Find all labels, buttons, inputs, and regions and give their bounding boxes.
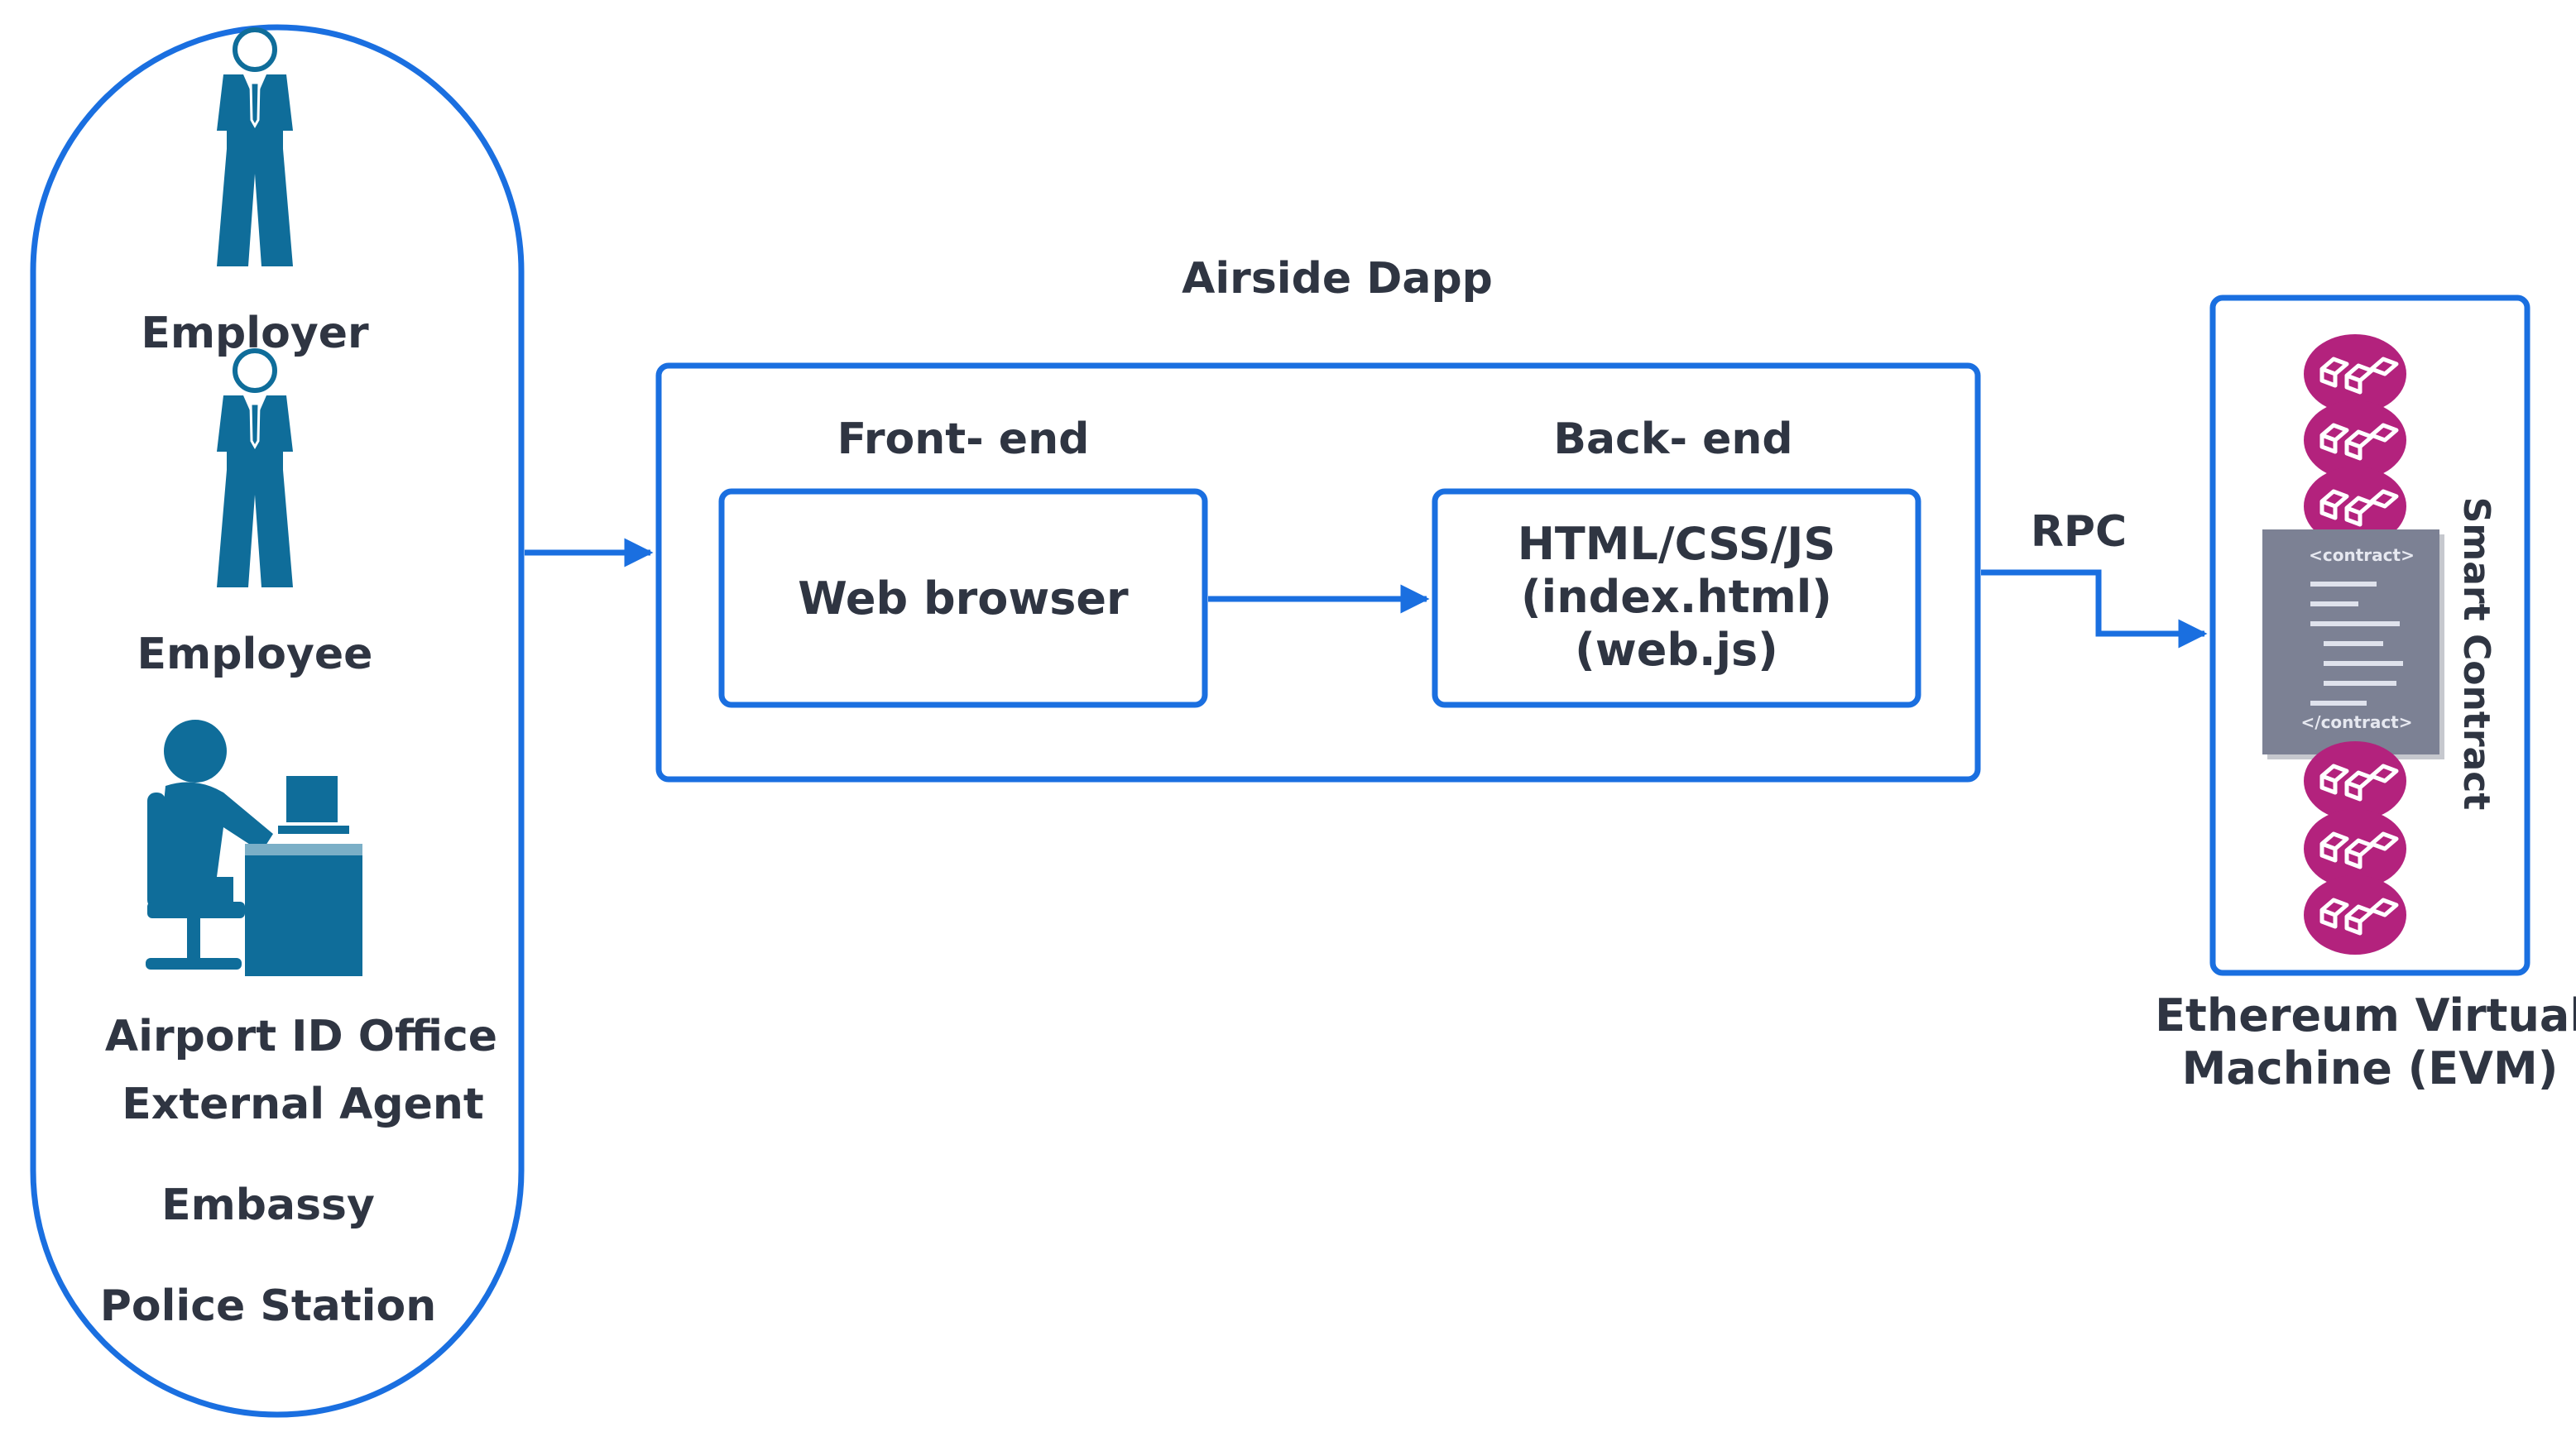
id-office-label: Airport ID Office xyxy=(105,1012,497,1061)
blockchain-icon xyxy=(2304,741,2406,821)
backend-label: Back- end xyxy=(1553,414,1792,464)
employer-icon xyxy=(217,30,293,266)
frontend-box xyxy=(718,488,1208,708)
web-browser-label: Web browser xyxy=(798,572,1129,625)
rpc-label: RPC xyxy=(2031,507,2127,557)
backend-webjs-label: (web.js) xyxy=(1575,624,1778,676)
smart-contract-label: Smart Contract xyxy=(2455,497,2497,811)
evm-caption-line2: Machine (EVM) xyxy=(2182,1042,2559,1094)
arrow-icon xyxy=(1981,569,2208,649)
blockchain-icon xyxy=(2304,875,2406,955)
contract-close-tag: </contract> xyxy=(2301,712,2413,732)
backend-box xyxy=(1432,488,1921,708)
evm-panel: <contract> </contract> Smart Contract Et… xyxy=(2155,295,2576,1094)
contract-document-icon: <contract> </contract> xyxy=(2262,529,2444,759)
backend-tech-label: HTML/CSS/JS xyxy=(1518,518,1836,570)
employee-label: Employee xyxy=(137,630,373,679)
actors-capsule xyxy=(30,24,525,1418)
actors-panel: Employer Employee Airport ID Office Exte… xyxy=(30,24,525,1418)
evm-caption-line1: Ethereum Virtual xyxy=(2155,989,2576,1042)
employee-icon xyxy=(217,351,293,587)
office-worker-icon xyxy=(146,720,362,976)
contract-open-tag: <contract> xyxy=(2309,545,2415,565)
backend-index-label: (index.html) xyxy=(1521,571,1832,623)
embassy-label: Embassy xyxy=(161,1181,375,1230)
dapp-container xyxy=(655,362,1981,783)
dapp-panel: Airside Dapp Front- end Web browser Back… xyxy=(655,254,1981,783)
police-station-label: Police Station xyxy=(100,1281,437,1331)
external-agent-label: External Agent xyxy=(122,1080,483,1129)
frontend-label: Front- end xyxy=(837,414,1090,464)
evm-container xyxy=(2209,295,2530,976)
dapp-title: Airside Dapp xyxy=(1182,254,1493,304)
